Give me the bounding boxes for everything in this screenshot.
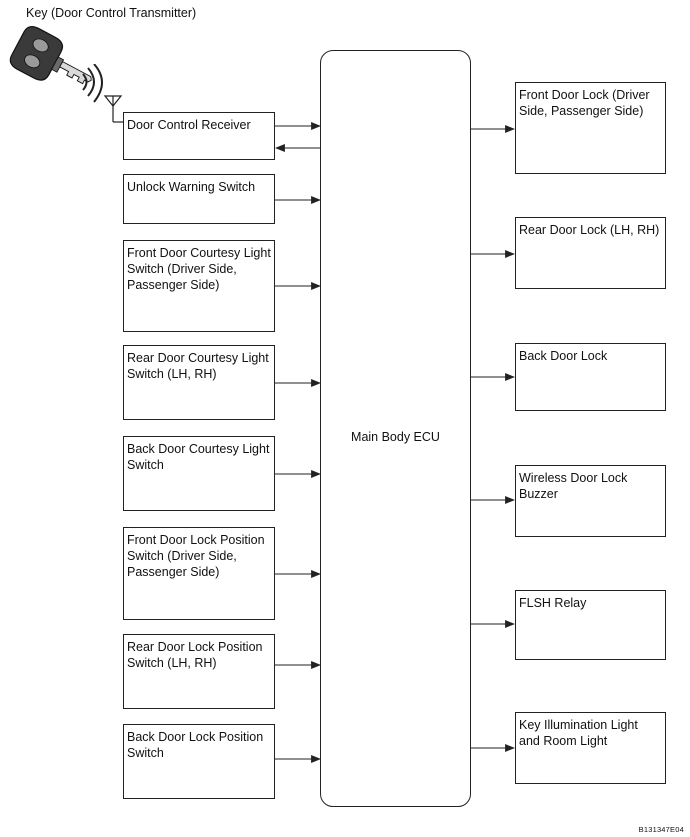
key-illumination-light-label: Key Illumination Light and Room Light: [519, 718, 638, 748]
back-door-lock-box: Back Door Lock: [515, 343, 666, 411]
front-door-lock-box: Front Door Lock (Driver Side, Passenger …: [515, 82, 666, 174]
back-door-lock-position-switch-label: Back Door Lock Position Switch: [127, 730, 264, 760]
rear-door-lock-position-switch-box: Rear Door Lock Position Switch (LH, RH): [123, 634, 275, 709]
unlock-warning-switch-box: Unlock Warning Switch: [123, 174, 275, 224]
front-door-lock-position-switch-box: Front Door Lock Position Switch (Driver …: [123, 527, 275, 620]
back-door-lock-position-switch-box: Back Door Lock Position Switch: [123, 724, 275, 799]
main-body-ecu: Main Body ECU: [320, 50, 471, 807]
front-door-courtesy-light-switch-label: Front Door Courtesy Light Switch (Driver…: [127, 246, 271, 292]
key-icon: [9, 26, 92, 85]
rear-door-lock-position-switch-label: Rear Door Lock Position Switch (LH, RH): [127, 640, 263, 670]
wireless-door-lock-buzzer-label: Wireless Door Lock Buzzer: [519, 471, 628, 501]
rear-door-courtesy-light-switch-label: Rear Door Courtesy Light Switch (LH, RH): [127, 351, 269, 381]
door-control-receiver-box: Door Control Receiver: [123, 112, 275, 160]
back-door-lock-label: Back Door Lock: [519, 349, 608, 363]
signal-waves-icon: [82, 64, 103, 103]
front-door-courtesy-light-switch-box: Front Door Courtesy Light Switch (Driver…: [123, 240, 275, 332]
rear-door-lock-box: Rear Door Lock (LH, RH): [515, 217, 666, 289]
back-door-courtesy-light-switch-box: Back Door Courtesy Light Switch: [123, 436, 275, 511]
key-illumination-light-box: Key Illumination Light and Room Light: [515, 712, 666, 784]
key-title: Key (Door Control Transmitter): [26, 6, 197, 20]
front-door-lock-label: Front Door Lock (Driver Side, Passenger …: [519, 88, 650, 118]
wireless-door-lock-buzzer-box: Wireless Door Lock Buzzer: [515, 465, 666, 537]
flsh-relay-box: FLSH Relay: [515, 590, 666, 660]
figure-code: B131347E04: [638, 825, 684, 834]
flsh-relay-label: FLSH Relay: [519, 596, 587, 610]
main-body-ecu-label: Main Body ECU: [351, 430, 440, 444]
rear-door-lock-label: Rear Door Lock (LH, RH): [519, 223, 660, 237]
door-control-receiver-label: Door Control Receiver: [127, 118, 251, 132]
unlock-warning-switch-label: Unlock Warning Switch: [127, 180, 256, 194]
front-door-lock-position-switch-label: Front Door Lock Position Switch (Driver …: [127, 533, 265, 579]
back-door-courtesy-light-switch-label: Back Door Courtesy Light Switch: [127, 442, 270, 472]
rear-door-courtesy-light-switch-box: Rear Door Courtesy Light Switch (LH, RH): [123, 345, 275, 420]
